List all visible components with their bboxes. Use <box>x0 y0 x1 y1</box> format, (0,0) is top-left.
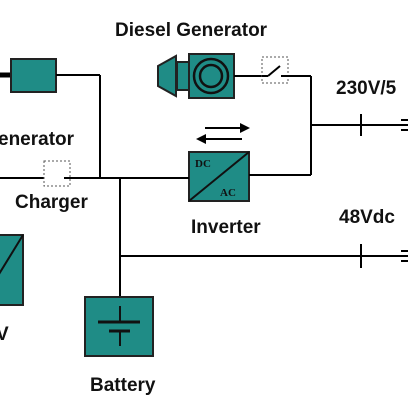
pv-label: V <box>0 324 9 345</box>
inverter-block: DC AC <box>188 151 250 202</box>
alternator-ring-outer <box>192 57 230 95</box>
alternator-block <box>188 53 235 99</box>
charger-label: Charger <box>15 192 88 213</box>
inverter-ac-text: AC <box>220 187 236 199</box>
inverter-arrows <box>196 123 250 144</box>
charger-box <box>43 160 71 187</box>
dc-output-label: 48Vdc <box>339 207 395 228</box>
diesel-generator-label: Diesel Generator <box>115 20 268 41</box>
generator-block <box>10 58 57 93</box>
diesel-coupling-block <box>176 61 190 91</box>
battery-label: Battery <box>90 375 156 396</box>
pv-diagonal <box>0 234 24 275</box>
battery-block <box>84 296 154 357</box>
arrow-to-dc-head <box>196 134 206 144</box>
inverter-label: Inverter <box>191 217 261 238</box>
inverter-diagonal <box>188 151 250 202</box>
breaker-switch-blade <box>267 65 281 77</box>
generator-label: enerator <box>0 129 75 150</box>
ac-output-label: 230V/5 <box>336 78 397 99</box>
left-generator <box>0 58 57 93</box>
pv-block <box>0 234 24 306</box>
pv-box <box>0 234 24 306</box>
diesel-generator <box>157 53 235 99</box>
battery <box>84 296 154 357</box>
inverter-dc-text: DC <box>195 158 211 170</box>
diesel-engine-block <box>157 54 177 98</box>
arrow-to-ac-head <box>240 123 250 133</box>
alternator-ring-inner <box>198 63 224 89</box>
